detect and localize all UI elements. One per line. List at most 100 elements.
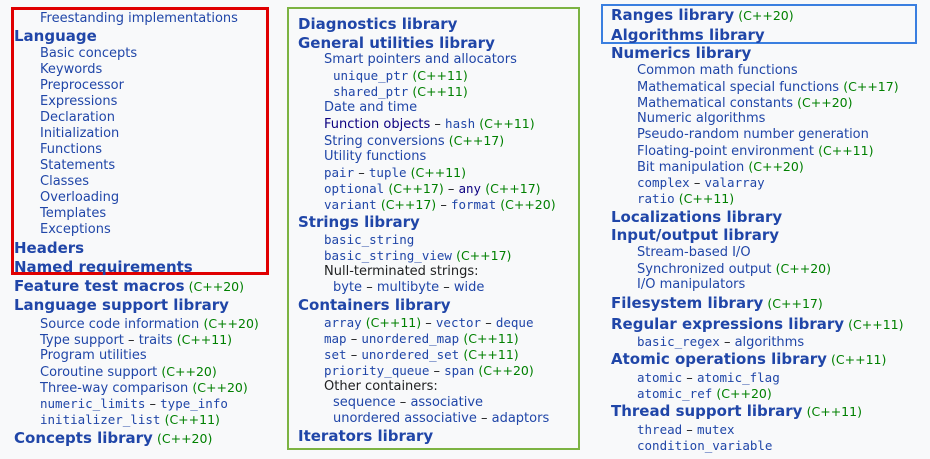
freestanding-link[interactable]: Freestanding implementations — [40, 11, 238, 26]
thread-support-link[interactable]: Thread support library — [611, 402, 803, 420]
io-manipulators-link[interactable]: I/O manipulators — [637, 277, 746, 292]
shared-ptr-link[interactable]: shared_ptr — [333, 84, 409, 99]
unordered-associative-link[interactable]: unordered associative — [333, 411, 477, 426]
optional-link[interactable]: optional — [324, 181, 385, 196]
tuple-link[interactable]: tuple — [368, 165, 407, 180]
string-conversions-link[interactable]: String conversions — [324, 134, 445, 149]
basic-string-view-link[interactable]: basic_string_view — [324, 248, 452, 263]
lang-item-expressions[interactable]: Expressions — [40, 94, 118, 109]
multibyte-link[interactable]: multibyte — [376, 280, 440, 295]
variant-link[interactable]: variant — [324, 197, 377, 212]
type-info-link[interactable]: type_info — [160, 396, 228, 411]
localizations-link[interactable]: Localizations library — [611, 208, 783, 226]
io-library-link[interactable]: Input/output library — [611, 226, 780, 244]
version-badge: (C++11) — [410, 165, 467, 180]
concepts-library-link[interactable]: Concepts library — [14, 429, 153, 447]
condition-variable-link[interactable]: condition_variable — [637, 438, 773, 453]
strings-library-link[interactable]: Strings library — [298, 213, 420, 231]
regex-library-link[interactable]: Regular expressions library — [611, 315, 845, 333]
basic-string-link[interactable]: basic_string — [324, 232, 415, 247]
priority-queue-link[interactable]: priority_queue — [324, 363, 430, 378]
three-way-comparison-link[interactable]: Three-way comparison — [40, 381, 189, 396]
stream-io-link[interactable]: Stream-based I/O — [637, 245, 751, 260]
lang-item-templates[interactable]: Templates — [40, 206, 107, 221]
complex-link[interactable]: complex — [637, 175, 690, 190]
atomic-ops-link[interactable]: Atomic operations library — [611, 350, 827, 368]
lang-item-overloading[interactable]: Overloading — [40, 190, 120, 205]
adaptors-link[interactable]: adaptors — [491, 411, 550, 426]
diagnostics-link[interactable]: Diagnostics library — [298, 15, 458, 33]
atomic-flag-link[interactable]: atomic_flag — [696, 370, 780, 385]
version-badge: (C++17) — [388, 181, 444, 196]
numeric-algorithms-link[interactable]: Numeric algorithms — [637, 111, 766, 126]
type-support-link[interactable]: Type support — [40, 333, 124, 348]
general-utilities-link[interactable]: General utilities library — [298, 34, 495, 52]
pair-link[interactable]: pair — [324, 165, 355, 180]
version-badge: (C++20) — [161, 364, 217, 379]
set-link[interactable]: set — [324, 347, 347, 362]
ratio-link[interactable]: ratio — [637, 191, 675, 206]
unordered-map-link[interactable]: unordered_map — [361, 331, 460, 346]
valarray-link[interactable]: valarray — [704, 175, 765, 190]
lang-item-initialization[interactable]: Initialization — [40, 126, 120, 141]
sync-output-link[interactable]: Synchronized output — [637, 262, 772, 277]
map-link[interactable]: map — [324, 331, 347, 346]
language-heading-link[interactable]: Language — [14, 27, 97, 45]
filesystem-link[interactable]: Filesystem library — [611, 294, 764, 312]
unordered-set-link[interactable]: unordered_set — [361, 347, 460, 362]
thread-link[interactable]: thread — [637, 422, 683, 437]
lang-item-classes[interactable]: Classes — [40, 174, 89, 189]
initializer-list-row: initializer_list (C++11) — [40, 412, 220, 429]
wide-link[interactable]: wide — [453, 280, 485, 295]
date-time-link[interactable]: Date and time — [324, 100, 418, 115]
initializer-list-link[interactable]: initializer_list — [40, 412, 161, 427]
mutex-link[interactable]: mutex — [696, 422, 735, 437]
smart-pointers-link[interactable]: Smart pointers and allocators — [324, 52, 517, 67]
math-special-link[interactable]: Mathematical special functions — [637, 80, 840, 95]
lang-item-basic-concepts[interactable]: Basic concepts — [40, 46, 138, 61]
regex-algorithms-link[interactable]: algorithms — [734, 335, 805, 350]
utility-functions-link[interactable]: Utility functions — [324, 149, 427, 164]
numeric-limits-link[interactable]: numeric_limits — [40, 396, 146, 411]
prng-link[interactable]: Pseudo-random number generation — [637, 127, 869, 142]
fp-env-link[interactable]: Floating-point environment — [637, 144, 814, 159]
sequence-link[interactable]: sequence — [333, 395, 396, 410]
ranges-library-link[interactable]: Ranges library — [611, 6, 735, 24]
basic-regex-link[interactable]: basic_regex — [637, 334, 720, 349]
common-math-link[interactable]: Common math functions — [637, 63, 798, 78]
array-link[interactable]: array — [324, 315, 362, 330]
separator: – — [350, 332, 358, 347]
language-support-link[interactable]: Language support library — [14, 296, 229, 314]
unique-ptr-link[interactable]: unique_ptr — [333, 68, 409, 83]
containers-library-link[interactable]: Containers library — [298, 296, 451, 314]
deque-link[interactable]: deque — [495, 315, 534, 330]
feature-test-macros-link[interactable]: Feature test macros — [14, 277, 185, 295]
format-link[interactable]: format — [450, 197, 497, 212]
headers-link[interactable]: Headers — [14, 239, 85, 257]
algorithms-library-link[interactable]: Algorithms library — [611, 26, 765, 44]
associative-link[interactable]: associative — [410, 395, 484, 410]
hash-link[interactable]: hash — [445, 116, 476, 131]
source-code-info-link[interactable]: Source code information — [40, 317, 200, 332]
lang-item-functions[interactable]: Functions — [40, 142, 103, 157]
lang-item-exceptions[interactable]: Exceptions — [40, 222, 111, 237]
function-objects-link[interactable]: Function objects — [324, 117, 431, 132]
span-link[interactable]: span — [444, 363, 475, 378]
vector-link[interactable]: vector — [435, 315, 482, 330]
any-link[interactable]: any — [458, 181, 482, 196]
bit-manipulation-link[interactable]: Bit manipulation — [637, 160, 745, 175]
coroutine-support-link[interactable]: Coroutine support — [40, 365, 158, 380]
iterators-library-link[interactable]: Iterators library — [298, 427, 434, 445]
named-requirements-link[interactable]: Named requirements — [14, 258, 193, 276]
atomic-ref-link[interactable]: atomic_ref — [637, 386, 713, 401]
lang-item-keywords[interactable]: Keywords — [40, 62, 103, 77]
lang-item-declaration[interactable]: Declaration — [40, 110, 115, 125]
math-constants-link[interactable]: Mathematical constants — [637, 96, 793, 111]
byte-link[interactable]: byte — [333, 280, 363, 295]
lang-item-statements[interactable]: Statements — [40, 158, 116, 173]
lang-item-preprocessor[interactable]: Preprocessor — [40, 78, 124, 93]
program-utilities-link[interactable]: Program utilities — [40, 348, 147, 363]
traits-link[interactable]: traits — [138, 333, 173, 348]
numerics-library-link[interactable]: Numerics library — [611, 44, 752, 62]
atomic-link[interactable]: atomic — [637, 370, 683, 385]
